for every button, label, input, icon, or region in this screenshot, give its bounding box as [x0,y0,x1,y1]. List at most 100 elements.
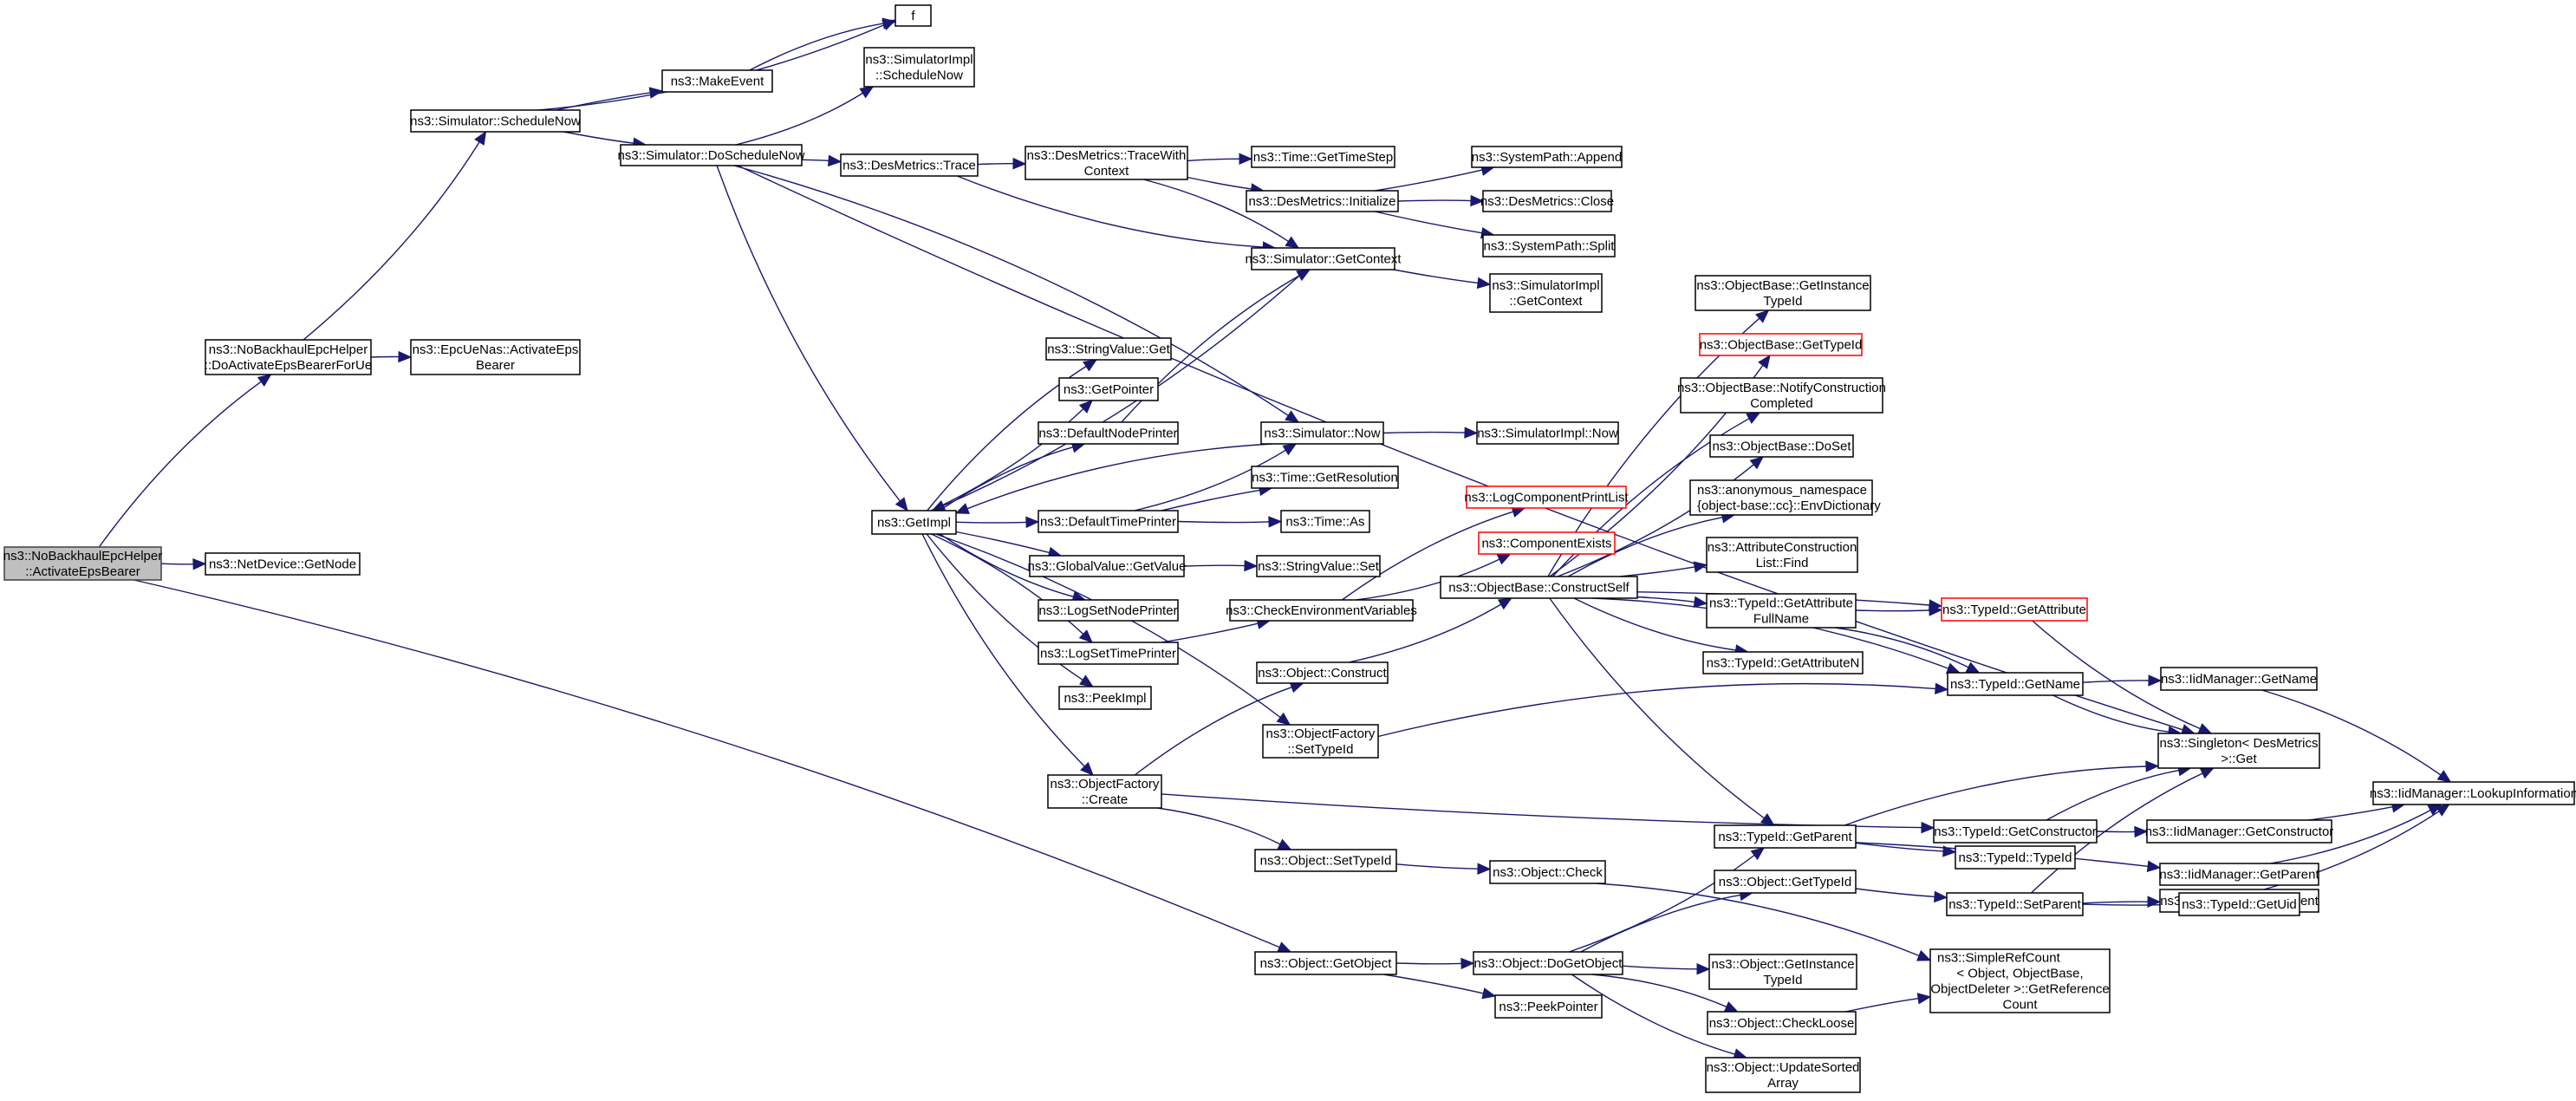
node-defaultnodeprinter[interactable]: ns3::DefaultNodePrinter [1038,421,1179,445]
node-time-as[interactable]: ns3::Time::As [1280,510,1370,533]
node-iid-getconstructor[interactable]: ns3::IidManager::GetConstructor [2145,819,2334,844]
node-simimpl-schedulenow[interactable]: ns3::SimulatorImpl::ScheduleNow [863,47,975,88]
node-desm-trace[interactable]: ns3::DesMetrics::Trace [840,153,979,177]
node-epcuenas[interactable]: ns3::EpcUeNas::ActivateEpsBearer [410,339,581,375]
node-label: ::ActivateEpsBearer [25,564,140,579]
node-typeid-getattributen[interactable]: ns3::TypeId::GetAttributeN [1702,651,1864,674]
node-box [1038,642,1179,665]
node-box [1494,994,1603,1019]
node-typeid-setparent[interactable]: ns3::TypeId::SetParent [1946,892,2084,916]
node-objbase-gettypeid[interactable]: ns3::ObjectBase::GetTypeId [1699,333,1863,356]
node-typeid-getparent[interactable]: ns3::TypeId::GetParent [1714,824,1857,849]
node-typeid-getuid[interactable]: ns3::TypeId::GetUid [2178,892,2300,916]
node-label: ns3::SystemPath::Append [1472,150,1622,165]
edge-line [133,579,1280,948]
arrowhead-icon [894,497,908,511]
node-object-dogetobject[interactable]: ns3::Object::DoGetObject [1473,951,1623,975]
node-box [894,4,932,27]
node-sim-now[interactable]: ns3::Simulator::Now [1260,421,1384,445]
node-simplerefcount[interactable]: ns3::SimpleRefCount< Object, ObjectBase,… [1929,948,2111,1013]
node-objbase-doset[interactable]: ns3::ObjectBase::DoSet [1709,434,1854,458]
node-checkenv[interactable]: ns3::CheckEnvironmentVariables [1226,599,1417,622]
node-getimpl[interactable]: ns3::GetImpl [871,510,957,535]
node-logsetnodeprinter[interactable]: ns3::LogSetNodePrinter [1038,599,1179,622]
node-makeevent[interactable]: ns3::MakeEvent [661,69,773,93]
node-label: TypeId [1763,294,1802,309]
node-object-construct[interactable]: ns3::Object::Construct [1256,661,1389,684]
node-stringvalue-set[interactable]: ns3::StringValue::Set [1256,555,1381,577]
node-objfactory-settypeid[interactable]: ns3::ObjectFactory::SetTypeId [1262,724,1379,759]
edge-desm_initialize-to-syspath_append [1375,164,1495,192]
edge-typeid_getconstructor-to-singleton_get [2046,765,2192,821]
node-object-gettypeid[interactable]: ns3::Object::GetTypeId [1714,870,1857,894]
node-label: ns3::Object::Construct [1258,666,1387,681]
arrowhead-icon [2146,860,2162,872]
node-object-getobject[interactable]: ns3::Object::GetObject [1254,951,1397,975]
edge-line [977,162,1014,166]
edge-typeid_setparent-to-singleton_get [2031,767,2215,894]
edge-line [943,269,1307,507]
node-peekimpl[interactable]: ns3::PeekImpl [1058,686,1152,710]
edge-line [1395,863,1479,870]
arrowhead-icon [1696,963,1711,975]
node-box [1029,555,1185,577]
node-desm-initialize[interactable]: ns3::DesMetrics::Initialize [1246,190,1399,212]
node-stringvalue-get[interactable]: ns3::StringValue::Get [1045,337,1172,361]
node-syspath-append[interactable]: ns3::SystemPath::Append [1471,146,1623,168]
node-desm-close[interactable]: ns3::DesMetrics::Close [1480,190,1614,212]
node-iid-getparent[interactable]: ns3::IidManager::GetParent [2159,863,2319,886]
node-object-settypeid[interactable]: ns3::Object::SetTypeId [1254,849,1397,872]
node-box [1714,824,1857,849]
node-syspath-split[interactable]: ns3::SystemPath::Split [1482,234,1616,257]
node-iid-lookupinformation[interactable]: ns3::IidManager::LookupInformation [2370,781,2576,805]
node-logsettimeprinter[interactable]: ns3::LogSetTimePrinter [1038,642,1179,665]
node-simimpl-getcontext[interactable]: ns3::SimulatorImpl::GetContext [1489,273,1603,313]
node-typeid-getname[interactable]: ns3::TypeId::GetName [1947,672,2084,696]
node-simimpl-now[interactable]: ns3::SimulatorImpl::Now [1476,421,1619,445]
node-typeid-getconstructor[interactable]: ns3::TypeId::GetConstructor [1933,819,2098,844]
arrowhead-icon [1476,277,1492,290]
node-sim-getcontext[interactable]: ns3::Simulator::GetContext [1245,247,1402,270]
node-box [1699,333,1863,356]
node-componentexists[interactable]: ns3::ComponentExists [1478,531,1616,555]
node-iid-getname[interactable]: ns3::IidManager::GetName [2160,667,2318,691]
edge-line [1845,998,1919,1013]
node-typeid-getattribute[interactable]: ns3::TypeId::GetAttribute [1941,597,2088,622]
node-singleton-get[interactable]: ns3::Singleton< DesMetrics>::Get [2157,733,2320,769]
node-defaulttimeprinter[interactable]: ns3::DefaultTimePrinter [1038,510,1179,533]
node-netdev-getnode[interactable]: ns3::NetDevice::GetNode [205,552,361,576]
node-time-getresolution[interactable]: ns3::Time::GetResolution [1251,466,1399,489]
edge-objfactory_create-to-object_settypeid [1157,807,1292,850]
node-typeid-typeid[interactable]: ns3::TypeId::TypeId [1955,845,2076,870]
node-box [1038,421,1179,445]
node-label: ns3::DefaultTimePrinter [1040,515,1176,530]
node-label: < Object, ObjectBase, [1956,967,2083,981]
node-sim-doschedulenow[interactable]: ns3::Simulator::DoScheduleNow [618,144,805,166]
node-envdictionary[interactable]: ns3::anonymous_namespace{object-base::cc… [1689,479,1881,516]
node-box [840,153,979,177]
node-box [1251,247,1395,270]
node-peekpointer[interactable]: ns3::PeekPointer [1494,994,1603,1019]
edge-doactivate-to-sim_schedulenow [302,130,487,341]
node-time-gettimestep[interactable]: ns3::Time::GetTimeStep [1251,146,1395,168]
node-doactivate[interactable]: ns3::NoBackhaulEpcHelper::DoActivateEpsB… [205,339,372,375]
node-sim-schedulenow[interactable]: ns3::Simulator::ScheduleNow [410,109,581,133]
edge-objbase_constructself-to-typeid_getparent [1549,597,1775,826]
node-objbase-notify[interactable]: ns3::ObjectBase::NotifyConstructionCompl… [1677,377,1886,414]
node-f[interactable]: f [894,4,932,27]
node-object-check[interactable]: ns3::Object::Check [1489,860,1606,884]
arrowhead-icon [954,503,970,514]
node-logcomponentprintlist[interactable]: ns3::LogComponentPrintList [1464,485,1629,509]
node-objfactory-create[interactable]: ns3::ObjectFactory::Create [1047,774,1162,809]
node-object-checkloose[interactable]: ns3::Object::CheckLoose [1707,1011,1857,1035]
edge-line [957,175,1264,248]
node-globalvalue-getvalue[interactable]: ns3::GlobalValue::GetValue [1028,555,1187,577]
node-getpointer[interactable]: ns3::GetPointer [1058,377,1159,401]
node-objbase-constructself[interactable]: ns3::ObjectBase::ConstructSelf [1440,576,1638,599]
